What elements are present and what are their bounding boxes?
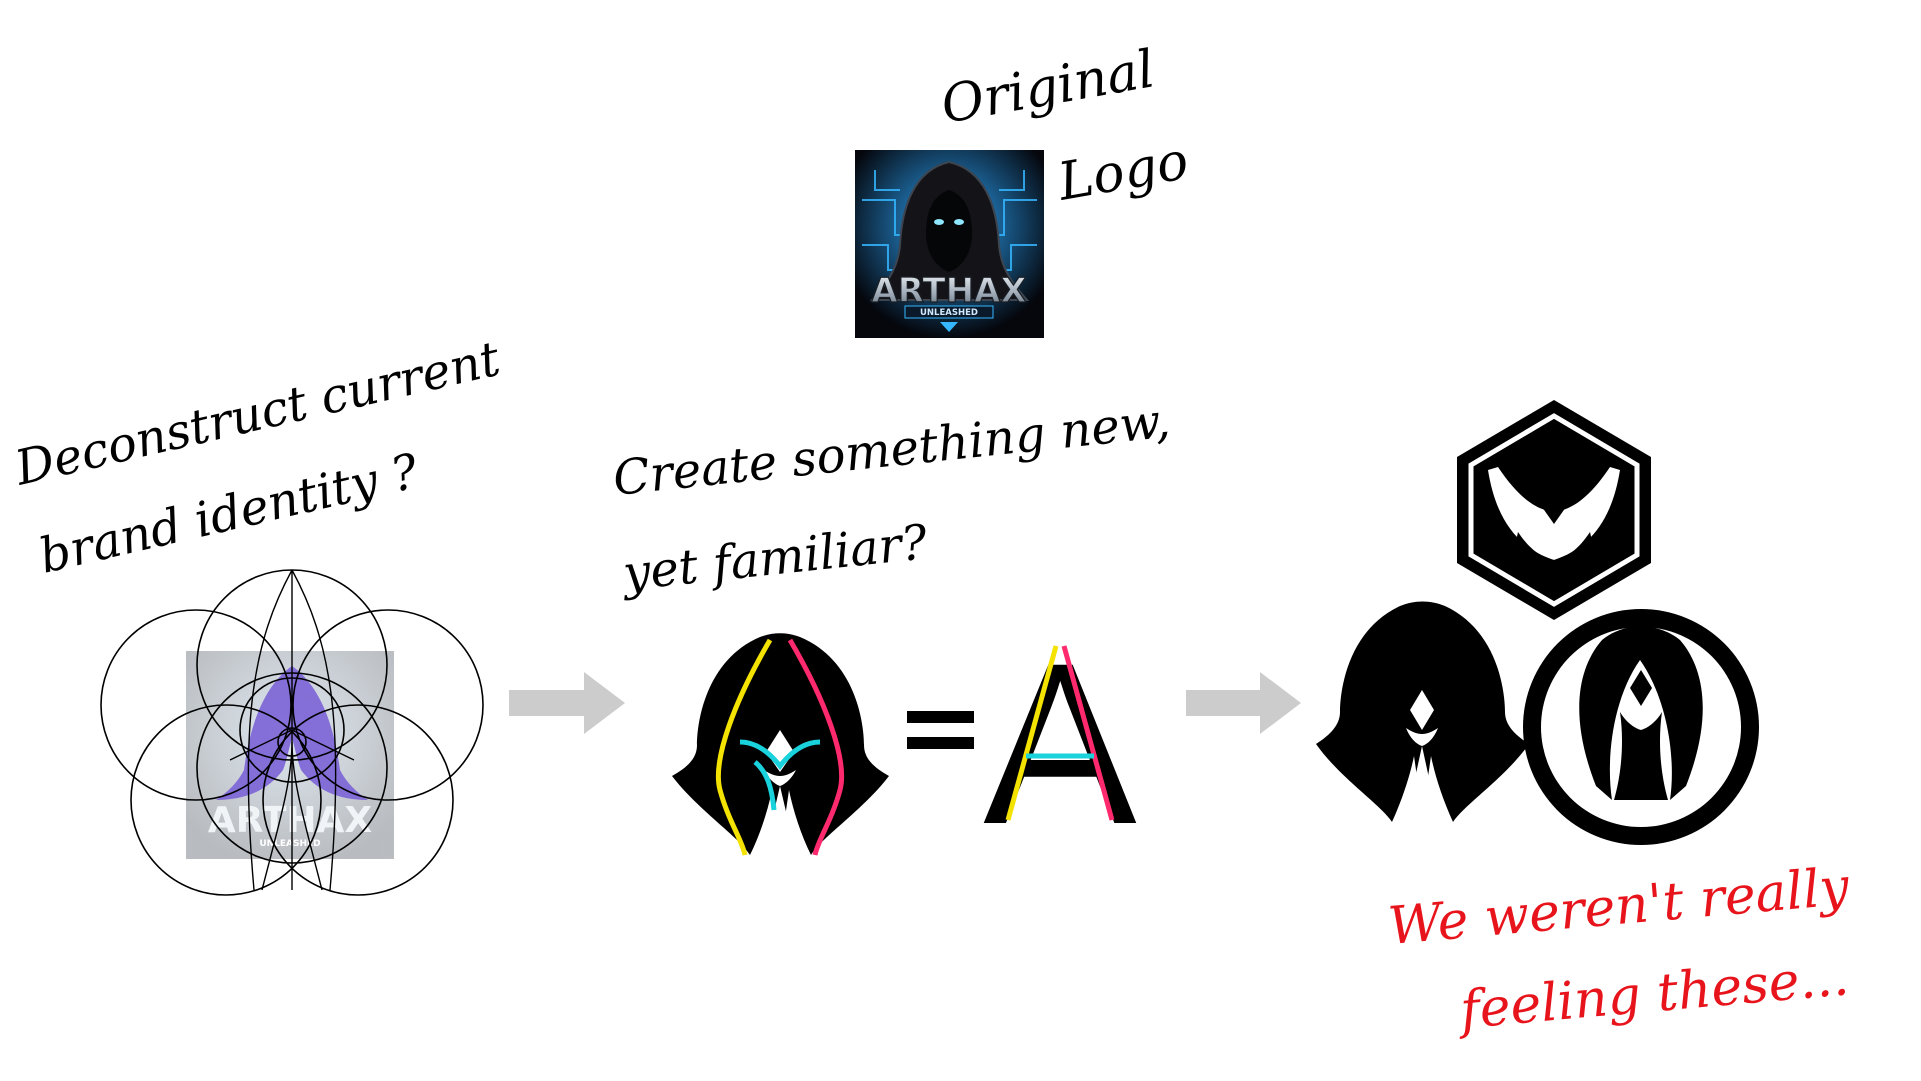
note-create: Create something new, yet familiar?: [610, 393, 1172, 602]
arrow-right-icon-2: [1186, 672, 1301, 734]
note-create-line-1: Create something new,: [610, 393, 1172, 507]
note-original-line-2: Logo: [1053, 131, 1193, 213]
letter-a-mark: A: [983, 615, 1136, 872]
overlay-wordmark: ARTHAX: [208, 800, 373, 841]
note-verdict: We weren't really feeling these...: [1386, 857, 1852, 1041]
hexagon-badge-mark: [1457, 400, 1651, 620]
note-original-line-1: Original: [937, 39, 1159, 135]
note-verdict-line-1: We weren't really: [1386, 857, 1852, 957]
logo-tagline: UNLEASHED: [920, 308, 978, 318]
arrow-right-icon: [509, 672, 625, 734]
equals-sign: =: [907, 711, 974, 749]
final-hood-mark: [1316, 601, 1529, 822]
construction-lines: [229, 569, 355, 891]
note-verdict-line-2: feeling these...: [1454, 947, 1851, 1041]
logo-wordmark: ARTHAX: [871, 271, 1026, 311]
circle-badge-mark: [1523, 609, 1759, 845]
construction-diagram: ARTHAX UNLEASHED: [100, 569, 484, 896]
original-logo: ARTHAX UNLEASHED: [855, 150, 1044, 338]
note-create-line-2: yet familiar?: [618, 514, 930, 602]
note-deconstruct: Deconstruct current brand identity ?: [9, 331, 506, 585]
overlay-tagline: UNLEASHED: [259, 839, 320, 849]
concept-hood-mark: [672, 633, 889, 856]
letter-a: A: [983, 615, 1136, 872]
note-deconstruct-line-1: Deconstruct current: [9, 331, 506, 497]
